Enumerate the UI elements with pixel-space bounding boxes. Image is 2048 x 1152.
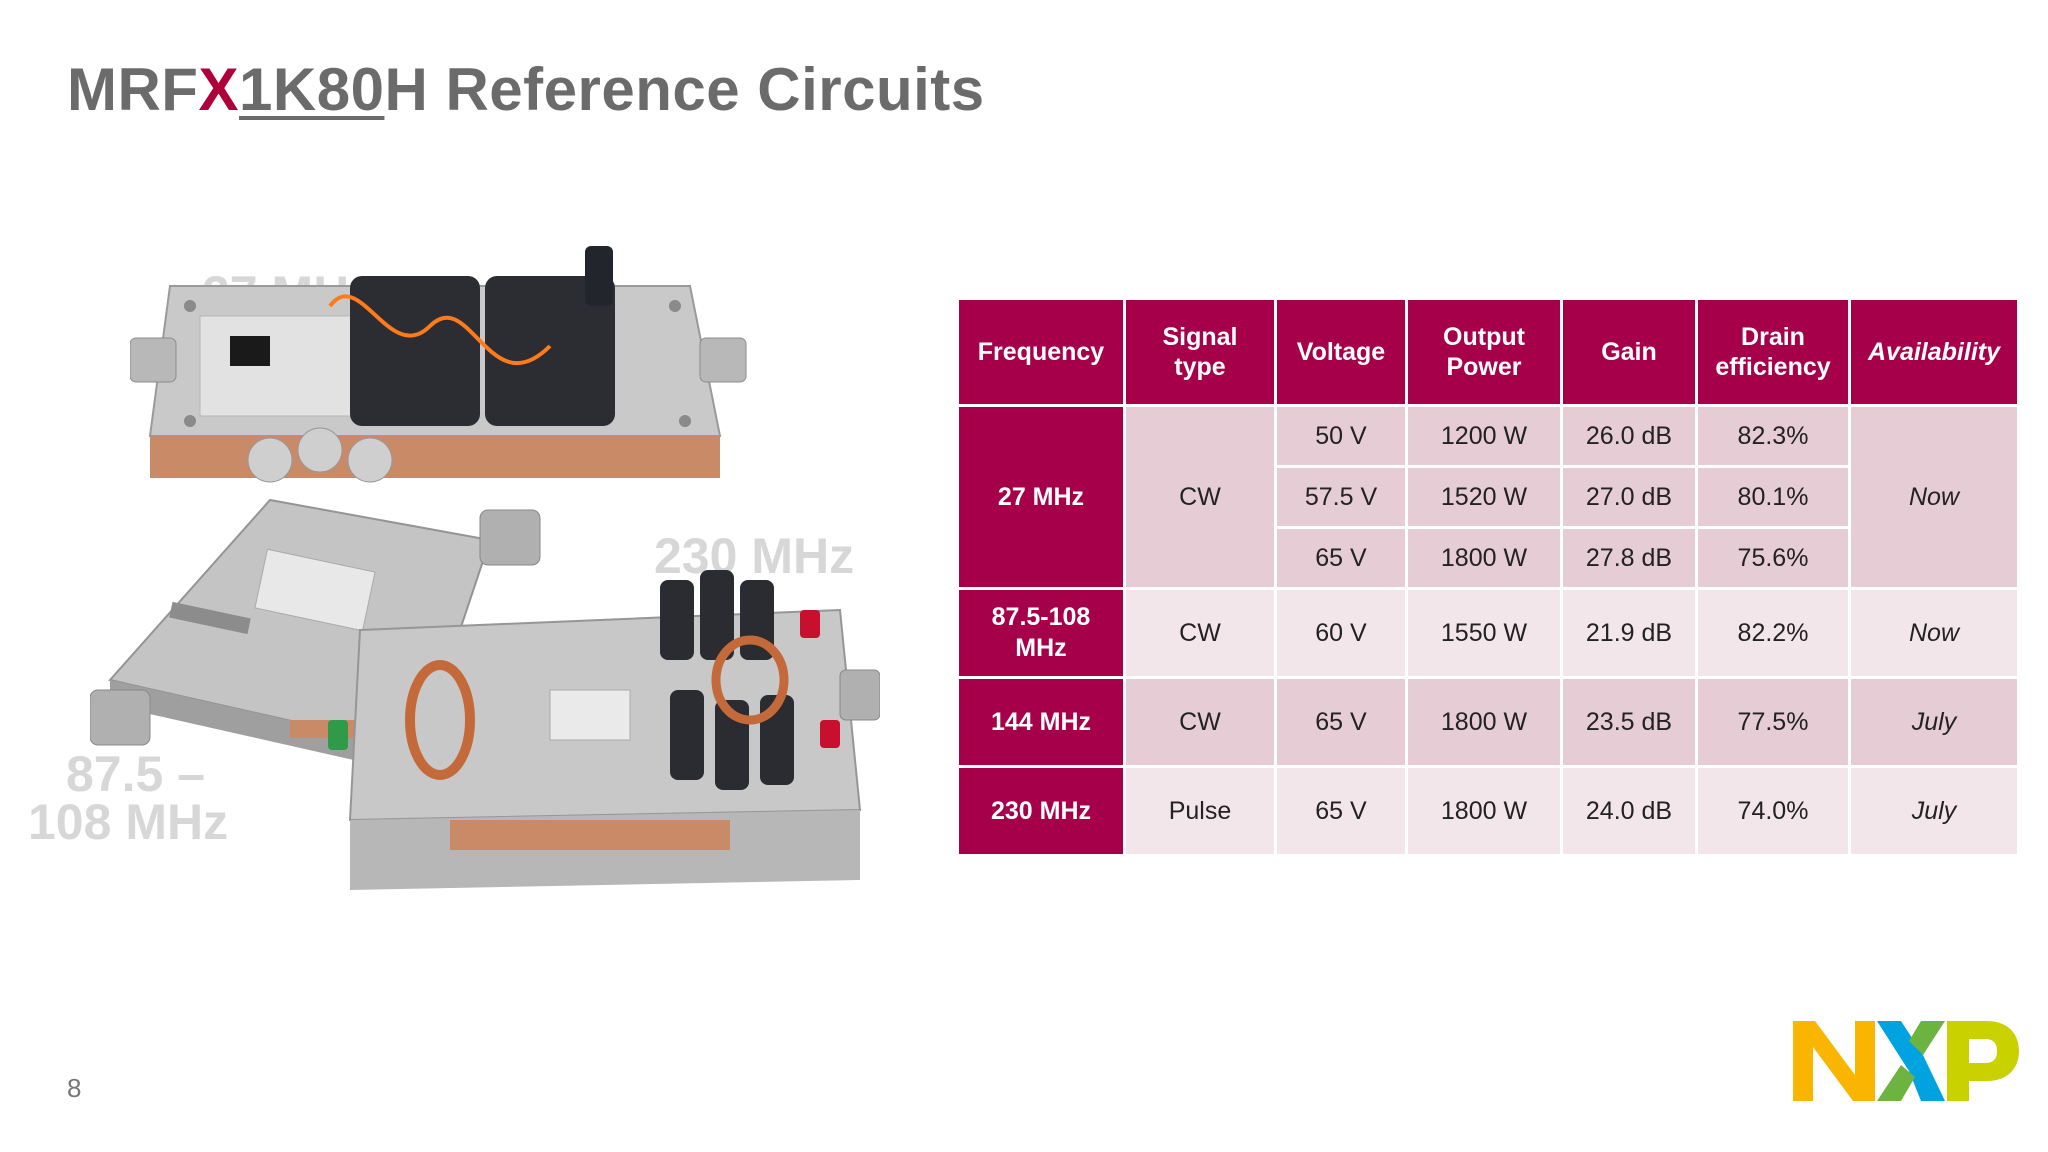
cell-gain: 26.0 dB [1563,407,1695,465]
title-part-mrf: MRF [67,56,199,123]
cell-power: 1800 W [1408,679,1560,765]
cell-gain: 23.5 dB [1563,679,1695,765]
cell-frequency: 230 MHz [959,768,1123,854]
board-label-87mhz-line1: 87.5 – [66,746,206,802]
cell-availability: Now [1851,407,2017,587]
header-gain: Gain [1563,300,1695,404]
page-number: 8 [67,1073,82,1103]
header-voltage: Voltage [1277,300,1405,404]
cell-gain: 21.9 dB [1563,590,1695,676]
cell-voltage: 50 V [1277,407,1405,465]
board-label-87mhz-line2: 108 MHz [28,794,229,850]
cell-efficiency: 82.3% [1698,407,1848,465]
cell-availability: Now [1851,590,2017,676]
cell-voltage: 57.5 V [1277,468,1405,526]
nxp-logo [1793,1021,2019,1101]
cell-power: 1550 W [1408,590,1560,676]
board-230mhz-image [328,570,880,890]
title-part-x: X [198,56,239,123]
cell-frequency: 27 MHz [959,407,1123,587]
slide-title: MRFX1K80H Reference Circuits [67,55,985,124]
table-row: 230 MHz Pulse 65 V 1800 W 24.0 dB 74.0% … [959,768,2017,854]
cell-availability: July [1851,768,2017,854]
cell-voltage: 60 V [1277,590,1405,676]
cell-efficiency: 82.2% [1698,590,1848,676]
header-frequency: Frequency [959,300,1123,404]
cell-gain: 27.0 dB [1563,468,1695,526]
cell-signal: CW [1126,679,1274,765]
cell-voltage: 65 V [1277,679,1405,765]
header-availability: Availability [1851,300,2017,404]
title-part-1k80: 1K80 [239,56,385,123]
table-row: 144 MHz CW 65 V 1800 W 23.5 dB 77.5% Jul… [959,679,2017,765]
table-row: 57.5 V 1520 W 27.0 dB 80.1% [959,468,2017,526]
cell-power: 1800 W [1408,529,1560,587]
cell-power: 1200 W [1408,407,1560,465]
cell-efficiency: 75.6% [1698,529,1848,587]
cell-gain: 24.0 dB [1563,768,1695,854]
table-row: 65 V 1800 W 27.8 dB 75.6% [959,529,2017,587]
cell-gain: 27.8 dB [1563,529,1695,587]
cell-power: 1520 W [1408,468,1560,526]
board-27mhz-image [130,246,747,478]
board-label-230mhz: 230 MHz [654,528,855,584]
cell-efficiency: 80.1% [1698,468,1848,526]
cell-efficiency: 74.0% [1698,768,1848,854]
cell-availability: July [1851,679,2017,765]
cell-power: 1800 W [1408,768,1560,854]
cell-signal: CW [1126,590,1274,676]
cell-frequency: 144 MHz [959,679,1123,765]
cell-signal: Pulse [1126,768,1274,854]
title-part-rest: H Reference Circuits [384,56,985,123]
reference-boards-photo: 27 MHz 230 MHz 87.5 – 108 MHz [20,240,900,900]
cell-signal: CW [1126,407,1274,587]
cell-efficiency: 77.5% [1698,679,1848,765]
table-row: 27 MHz CW 50 V 1200 W 26.0 dB 82.3% Now [959,407,2017,587]
cell-voltage: 65 V [1277,768,1405,854]
cell-voltage: 65 V [1277,529,1405,587]
